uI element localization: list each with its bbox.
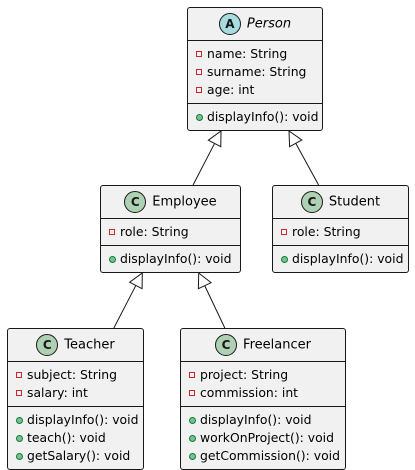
attribute-text: project: String [200,367,289,382]
method-text: getSalary(): void [27,448,131,463]
method-row: displayInfo(): void [273,250,408,268]
methods-section: displayInfo(): void [101,245,240,272]
class-icon: C [215,334,238,356]
public-visibility-icon [189,453,196,460]
class-name: Person [246,16,292,32]
method-text: workOnProject(): void [200,430,334,445]
private-visibility-icon [189,390,195,396]
method-text: displayInfo(): void [207,109,319,124]
class-employee: C Employee role: String displayInfo(): void [100,185,241,273]
attributes-section: name: String surname: String age: int [188,41,322,103]
attribute-text: role: String [292,224,361,239]
inheritance-arrow-employee-person [192,130,222,186]
abstract-class-icon: A [218,13,241,35]
attribute-row: commission: int [181,384,345,402]
edge-line [204,285,226,329]
class-header: C Employee [101,186,240,219]
class-name: Freelancer [243,337,311,353]
attribute-row: role: String [101,223,240,241]
public-visibility-icon [281,256,288,263]
class-name: Employee [152,194,217,210]
class-header: C Student [273,186,408,219]
attribute-row: subject: String [8,366,143,384]
public-visibility-icon [16,435,23,442]
public-visibility-icon [109,256,116,263]
method-text: displayInfo(): void [27,412,139,427]
class-student: C Student role: String displayInfo(): void [272,185,409,273]
method-row: displayInfo(): void [101,250,240,268]
methods-section: displayInfo(): void [273,245,408,272]
class-teacher: C Teacher subject: String salary: int displa… [7,328,144,470]
attributes-section: subject: String salary: int [8,362,143,406]
attribute-text: age: int [207,82,255,97]
class-header: C Freelancer [181,329,345,362]
private-visibility-icon [189,372,195,378]
hollow-triangle-arrowhead [197,271,212,290]
private-visibility-icon [196,51,202,57]
class-name: Teacher [64,337,115,353]
attribute-text: commission: int [200,385,299,400]
method-text: teach(): void [27,430,106,445]
method-row: displayInfo(): void [188,108,322,126]
private-visibility-icon [109,229,115,235]
method-text: displayInfo(): void [120,251,232,266]
attributes-section: project: String commission: int [181,362,345,406]
public-visibility-icon [16,453,23,460]
method-row: getCommission(): void [181,447,345,465]
method-text: displayInfo(): void [200,412,312,427]
class-header: A Person [188,8,322,41]
attribute-text: role: String [120,224,189,239]
attributes-section: role: String [101,219,240,245]
class-icon: C [124,191,147,213]
method-text: displayInfo(): void [292,251,404,266]
attribute-text: subject: String [27,367,118,382]
attribute-text: name: String [207,46,288,61]
edge-line [192,143,216,186]
attribute-row: project: String [181,366,345,384]
class-icon: C [300,191,323,213]
method-row: workOnProject(): void [181,429,345,447]
public-visibility-icon [16,417,23,424]
class-freelancer: C Freelancer project: String commission: in… [180,328,346,470]
attribute-row: surname: String [188,63,322,81]
hollow-triangle-arrowhead [288,130,303,148]
private-visibility-icon [16,390,22,396]
method-row: displayInfo(): void [8,411,143,429]
attribute-row: salary: int [8,384,143,402]
edge-line [113,285,137,329]
method-row: displayInfo(): void [181,411,345,429]
class-name: Student [328,194,381,210]
attribute-row: age: int [188,81,322,99]
hollow-triangle-arrowhead [128,272,143,290]
private-visibility-icon [196,69,202,75]
private-visibility-icon [196,87,202,93]
inheritance-arrow-freelancer-employee [197,271,226,329]
public-visibility-icon [196,114,203,121]
public-visibility-icon [189,435,196,442]
class-header: C Teacher [8,329,143,362]
method-text: getCommission(): void [200,448,340,463]
edge-line [295,143,320,186]
methods-section: displayInfo(): void teach(): void getSalar… [8,406,143,469]
attribute-text: surname: String [207,64,307,79]
private-visibility-icon [16,372,22,378]
method-row: teach(): void [8,429,143,447]
inheritance-arrow-student-person [288,130,320,186]
inheritance-arrow-teacher-employee [113,272,143,329]
methods-section: displayInfo(): void [188,103,322,130]
class-icon: C [36,334,59,356]
method-row: getSalary(): void [8,447,143,465]
attributes-section: role: String [273,219,408,245]
attribute-row: name: String [188,45,322,63]
attribute-text: salary: int [27,385,88,400]
public-visibility-icon [189,417,196,424]
attribute-row: role: String [273,223,408,241]
class-person: A Person name: String surname: String age: i… [187,7,323,131]
private-visibility-icon [281,229,287,235]
methods-section: displayInfo(): void workOnProject(): void… [181,406,345,469]
hollow-triangle-arrowhead [207,130,222,148]
